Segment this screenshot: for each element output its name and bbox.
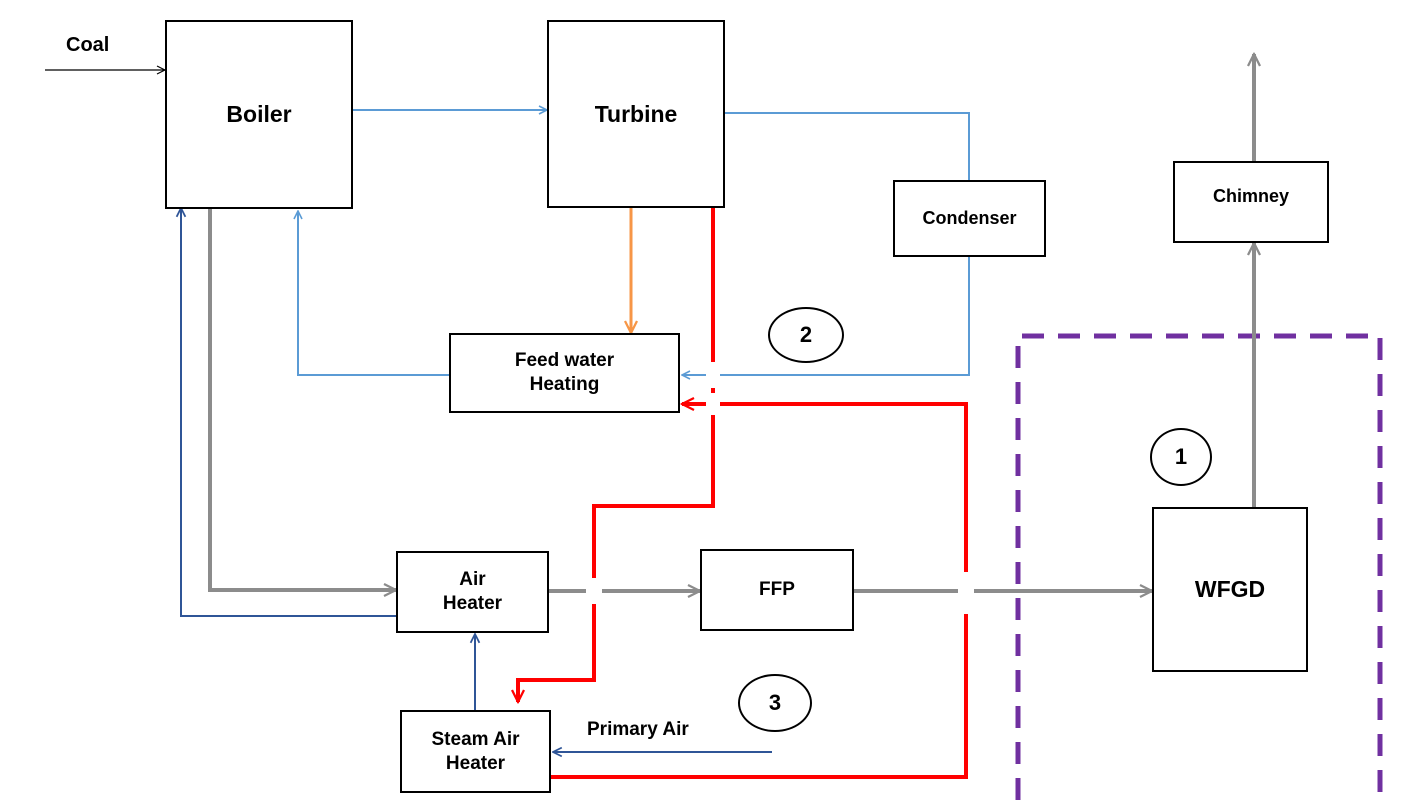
feed-water-heating-box: Feed water Heating <box>449 333 680 413</box>
air-heater-to-boiler-air <box>181 208 398 617</box>
wfgd-box: WFGD <box>1152 507 1308 672</box>
marker-2: 2 <box>768 307 844 363</box>
marker-3: 3 <box>738 674 812 732</box>
feedwater-to-boiler-line <box>298 211 449 376</box>
boiler-box: Boiler <box>165 20 353 209</box>
turbine-box: Turbine <box>547 20 725 208</box>
chimney-box: Chimney <box>1173 161 1329 243</box>
ffp-box: FFP <box>700 549 854 631</box>
boiler-to-air-heater-gas <box>208 207 396 590</box>
wfgd-boundary <box>1015 333 1383 800</box>
steam-air-heater-box: Steam Air Heater <box>400 710 551 793</box>
condenser-box: Condenser <box>893 180 1046 257</box>
primary-air-label: Primary Air <box>587 719 689 740</box>
turbine-to-condenser-line <box>724 112 970 180</box>
marker-1: 1 <box>1150 428 1212 486</box>
air-heater-box: Air Heater <box>396 551 549 633</box>
condenser-to-feedwater-line <box>682 257 970 375</box>
coal-label: Coal <box>66 34 110 56</box>
